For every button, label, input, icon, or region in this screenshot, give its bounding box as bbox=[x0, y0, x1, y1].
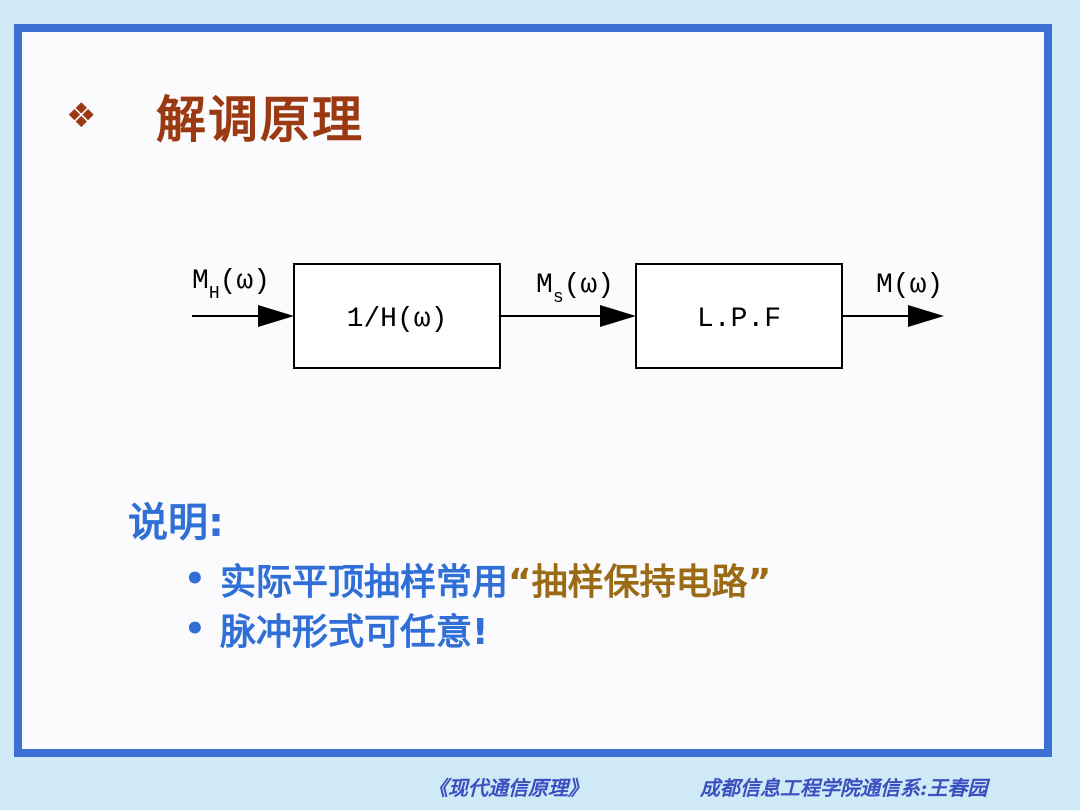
inverse-filter-label: 1/H(ω) bbox=[347, 304, 448, 335]
title-row: ❖ 解调原理 bbox=[66, 86, 364, 149]
output-signal-label: M(ω) bbox=[876, 270, 943, 301]
bullet-dot-icon: • bbox=[184, 609, 206, 649]
diamond-bullet-icon: ❖ bbox=[66, 96, 97, 136]
bullet-dot-icon: • bbox=[184, 559, 206, 599]
notes-heading: 说明: bbox=[128, 500, 224, 546]
note-item-1-quote: “抽样保持电路” bbox=[508, 562, 772, 603]
note-item-1: • 实际平顶抽样常用 “抽样保持电路” bbox=[184, 554, 771, 604]
note-item-2: • 脉冲形式可任意! bbox=[184, 604, 771, 654]
mid-signal-label: Ms(ω) bbox=[536, 270, 614, 308]
input-signal-label: MH(ω) bbox=[192, 266, 270, 304]
note-item-2-text: 脉冲形式可任意! bbox=[220, 612, 489, 653]
lpf-label: L.P.F bbox=[697, 304, 781, 335]
mid-arrow-head-icon bbox=[600, 305, 636, 327]
output-arrow-head-icon bbox=[908, 305, 944, 327]
footer-credit: 成都信息工程学院通信系:王春园 bbox=[700, 776, 988, 800]
input-arrow-head-icon bbox=[258, 305, 294, 327]
slide-title: 解调原理 bbox=[156, 91, 364, 149]
note-item-1-text: 实际平顶抽样常用 bbox=[220, 562, 509, 603]
notes-section: 说明: • 实际平顶抽样常用 “抽样保持电路” • 脉冲形式可任意! bbox=[128, 490, 771, 654]
footer-book-title: 《现代通信原理》 bbox=[428, 776, 588, 800]
slide-frame bbox=[14, 24, 1052, 757]
inverse-filter-block bbox=[293, 263, 501, 369]
